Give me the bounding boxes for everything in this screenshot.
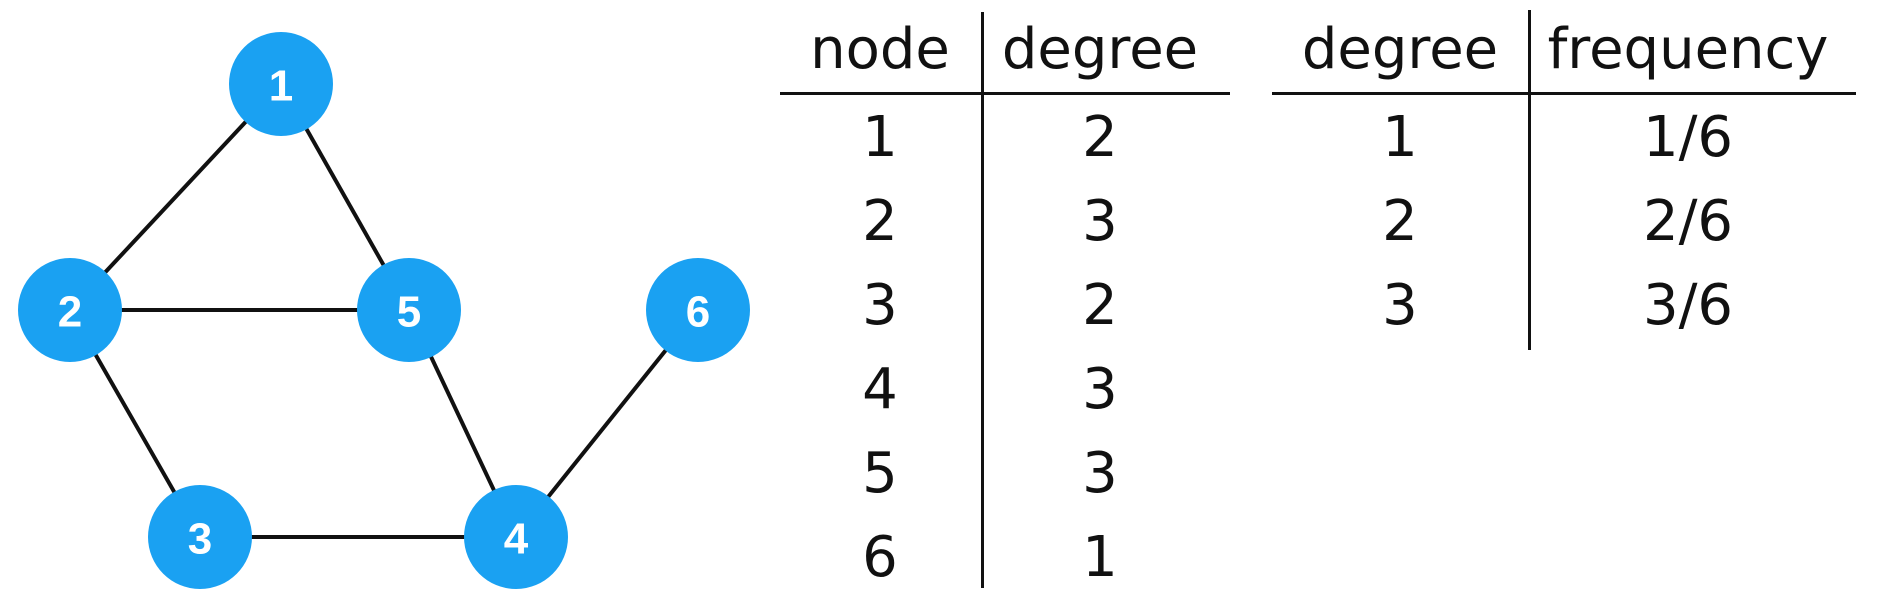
degree-table-header-node: node	[810, 17, 950, 82]
degree-table-cell: 3	[862, 273, 898, 338]
degree-table: node degree 1 2 2 3 3 2 4 3 5 3 6 1	[780, 0, 1240, 606]
node-5: 5	[357, 258, 461, 362]
node-label: 2	[58, 288, 82, 337]
node-4: 4	[464, 485, 568, 589]
degree-table-cell: 3	[1082, 189, 1118, 254]
frequency-table-cell: 1	[1382, 105, 1418, 170]
node-label: 6	[686, 288, 710, 337]
degree-table-cell: 3	[1082, 357, 1118, 422]
node-circle	[229, 32, 333, 136]
degree-table-cell: 6	[862, 525, 898, 590]
node-1: 1	[229, 32, 333, 136]
degree-table-cell: 2	[1082, 105, 1118, 170]
node-circle	[357, 258, 461, 362]
node-2: 2	[18, 258, 122, 362]
frequency-table: degree frequency 1 1/6 2 2/6 3 3/6	[1272, 0, 1872, 606]
node-circle	[646, 258, 750, 362]
degree-table-cell: 1	[1082, 525, 1118, 590]
degree-table-header-rule	[780, 92, 1230, 95]
degree-table-cell: 2	[862, 189, 898, 254]
degree-table-header-degree: degree	[1001, 17, 1199, 82]
frequency-table-header-frequency: frequency	[1547, 17, 1829, 82]
frequency-table-header-degree: degree	[1301, 17, 1499, 82]
network-graph: 1 2 3 4 5 6	[18, 32, 750, 589]
frequency-table-cell: 2/6	[1642, 189, 1734, 254]
frequency-table-cell: 3/6	[1642, 273, 1734, 338]
degree-table-cell: 1	[862, 105, 898, 170]
degree-table-cell: 2	[1082, 273, 1118, 338]
node-label: 4	[504, 515, 529, 564]
node-3: 3	[148, 485, 252, 589]
node-circle	[18, 258, 122, 362]
frequency-table-cell: 2	[1382, 189, 1418, 254]
node-label: 5	[397, 288, 421, 337]
degree-table-column-divider	[981, 12, 984, 588]
node-circle	[464, 485, 568, 589]
frequency-table-cell: 3	[1382, 273, 1418, 338]
node-6: 6	[646, 258, 750, 362]
node-label: 3	[188, 515, 212, 564]
node-circle	[148, 485, 252, 589]
degree-table-cell: 4	[862, 357, 898, 422]
frequency-table-column-divider	[1528, 10, 1531, 350]
node-label: 1	[269, 62, 293, 111]
degree-table-cell: 3	[1082, 441, 1118, 506]
frequency-table-header-rule	[1272, 92, 1856, 95]
frequency-table-cell: 1/6	[1642, 105, 1734, 170]
graph-nodes: 1 2 3 4 5 6	[18, 32, 750, 589]
degree-table-cell: 5	[862, 441, 898, 506]
